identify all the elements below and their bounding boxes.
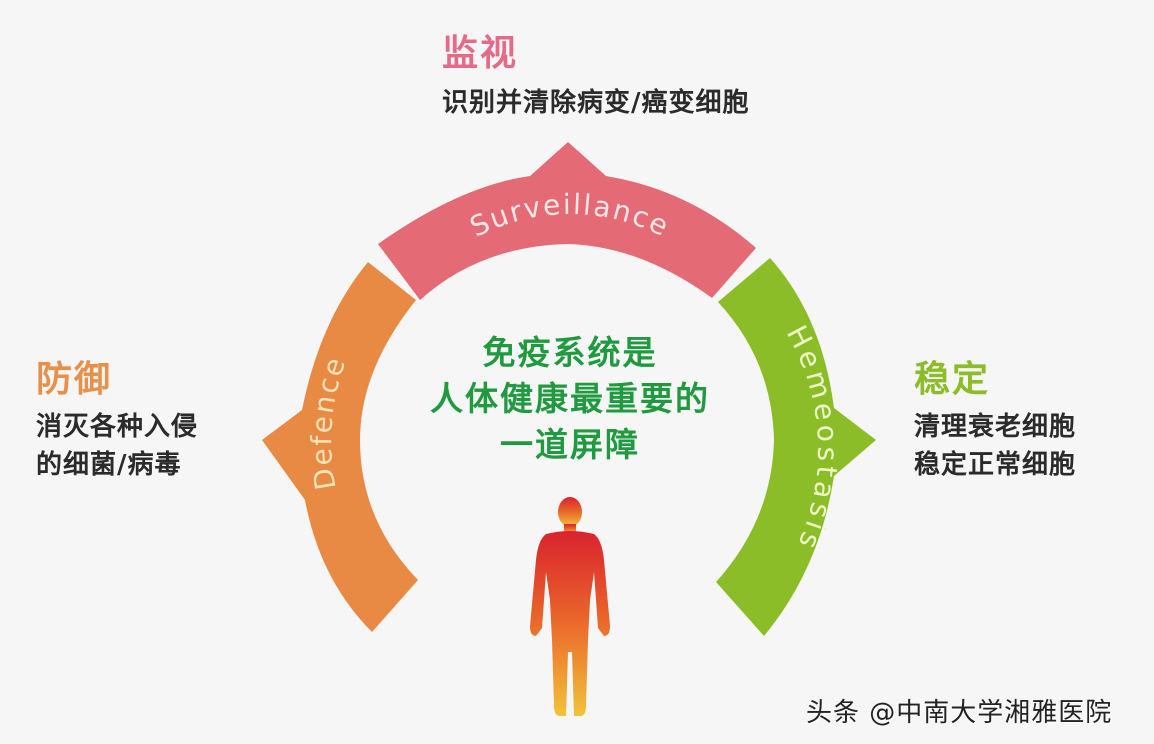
center-line-1: 免疫系统是 <box>482 333 658 372</box>
defence-description-line2: 的细菌/病毒 <box>36 450 182 480</box>
human-body-silhouette-icon <box>530 497 610 716</box>
hemeostasis-title: 稳定 <box>914 359 991 400</box>
defence-title: 防御 <box>36 359 113 400</box>
watermark: 头条 @中南大学湘雅医院 <box>806 698 1113 728</box>
hemeostasis-description-line2: 稳定正常细胞 <box>914 450 1077 480</box>
center-line-2: 人体健康最重要的 <box>430 379 710 418</box>
center-line-3: 一道屏障 <box>500 425 640 464</box>
hemeostasis-description-line1: 清理衰老细胞 <box>914 412 1077 442</box>
surveillance-title: 监视 <box>442 33 519 74</box>
defence-arc: Defence <box>262 262 418 632</box>
surveillance-arc: Surveillance <box>378 142 756 300</box>
surveillance-description: 识别并清除病变/癌变细胞 <box>442 88 750 118</box>
defence-description-line1: 消灭各种入侵 <box>36 412 199 442</box>
center-statement: 免疫系统是 人体健康最重要的 一道屏障 <box>400 330 740 468</box>
hemeostasis-arc: Hemeostasis <box>716 258 876 636</box>
